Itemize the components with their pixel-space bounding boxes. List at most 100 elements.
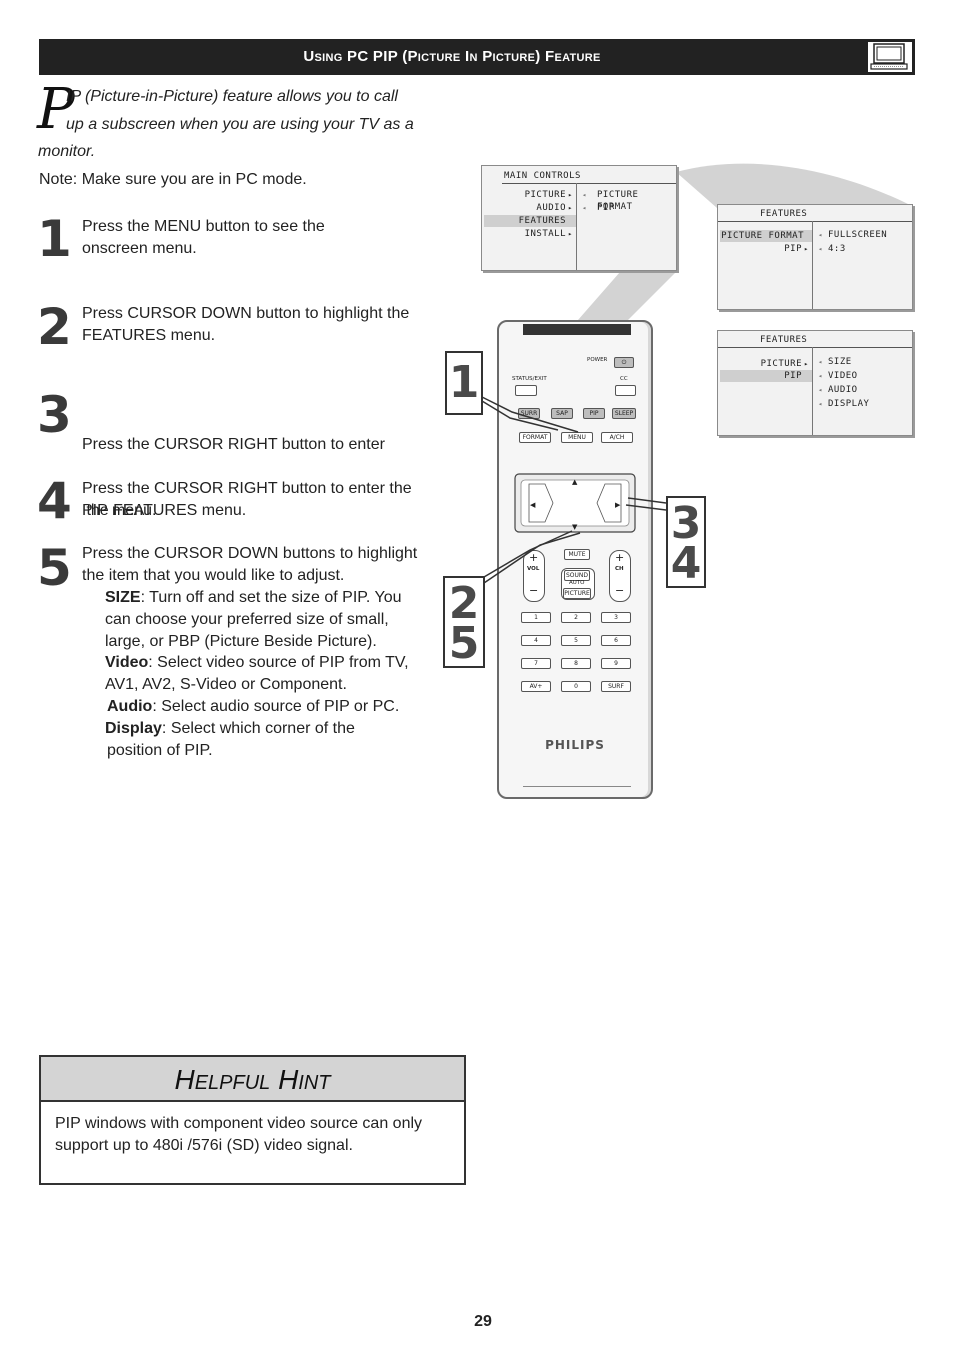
main-menu-item-install[interactable]: INSTALL (524, 229, 566, 239)
main-menu-item-picture[interactable]: PICTURE (524, 190, 566, 200)
menu-button[interactable]: MENU (561, 432, 593, 443)
helpful-hint-title: Helpful Hint (41, 1057, 464, 1102)
main-menu-option-picture-format[interactable]: PICTURE FORMAT (597, 190, 639, 212)
features-menu-1-option-fullscreen[interactable]: FULLSCREEN (828, 230, 888, 240)
main-menu-divider (502, 183, 676, 184)
power-icon: ⏻ (621, 359, 627, 366)
main-menu-option-pip[interactable]: PIP (597, 203, 615, 213)
main-menu-item-features[interactable]: FEATURES (484, 215, 576, 227)
intro-line-2: up a subscreen when you are using your T… (66, 116, 414, 133)
cursor-down-icon[interactable]: ▼ (572, 523, 578, 531)
channel-rocker[interactable] (609, 550, 631, 602)
page-number: 29 (474, 1313, 492, 1330)
volume-rocker[interactable] (523, 550, 545, 602)
volume-up-icon[interactable]: + (529, 551, 539, 564)
step-4-line-2: PIP menu. (82, 502, 157, 519)
pc-mode-note: Note: Make sure you are in PC mode. (39, 171, 307, 188)
cursor-pad[interactable] (513, 472, 637, 534)
channel-down-icon[interactable]: − (615, 584, 625, 597)
intro-dropcap: P (37, 77, 75, 142)
sub-item-display-line-1: : Select which corner of the (161, 720, 355, 737)
sub-item-audio-term: Audio (107, 698, 153, 715)
sub-item-size-line-1: : Turn off and set the size of PIP. You (140, 589, 402, 606)
step-4-line-1: Press the CURSOR RIGHT button to enter t… (82, 480, 412, 497)
sub-item-display: Display: Select which corner of the posi… (105, 718, 355, 762)
step-3-line-1: Press the CURSOR RIGHT button to enter (82, 436, 385, 453)
callout-steps-3-4: 3 4 (666, 496, 706, 588)
digit-1-button[interactable]: 1 (521, 612, 551, 623)
a-ch-button[interactable]: A/CH (601, 432, 633, 443)
features-menu-1-option-4-3[interactable]: 4:3 (828, 244, 846, 254)
vol-label: VOL (527, 566, 540, 572)
power-label: POWER (587, 357, 608, 363)
sleep-button[interactable]: SLEEP (612, 408, 636, 419)
callout-connectors (481, 396, 667, 584)
helpful-hint-text: PIP windows with component video source … (55, 1113, 450, 1157)
auto-label: AUTO (569, 580, 585, 586)
mute-button[interactable]: MUTE (564, 549, 590, 560)
step-number-2: 2 (37, 298, 72, 356)
main-menu-column-divider (576, 183, 577, 270)
features-menu-2-title: FEATURES (760, 335, 808, 345)
surf-button[interactable]: SURF (601, 681, 631, 692)
features-menu-2-item-pip[interactable]: PIP (720, 370, 812, 382)
channel-up-icon[interactable]: + (615, 551, 625, 564)
sub-item-size-line-2: can choose your preferred size of small, (105, 611, 389, 628)
helpful-hint-line-2: support up to 480i /576i (SD) video sign… (55, 1137, 353, 1154)
digit-4-button[interactable]: 4 (521, 635, 551, 646)
cursor-left-icon[interactable]: ◀ (530, 501, 536, 509)
right-arrow-icon: ▸ (568, 204, 573, 212)
sub-item-video-line-1: : Select video source of PIP from TV, (148, 654, 409, 671)
digit-9-button[interactable]: 9 (601, 658, 631, 669)
features-menu-1-item-pip[interactable]: PIP (784, 244, 802, 254)
main-menu-item-audio[interactable]: AUDIO (536, 203, 566, 213)
sub-item-display-term: Display (105, 720, 162, 737)
left-arrow-icon: ◂ (818, 231, 823, 239)
features-menu-2-divider (718, 347, 912, 348)
cursor-up-icon[interactable]: ▲ (572, 478, 578, 486)
brand-logo: PHILIPS (545, 738, 605, 752)
digit-5-button[interactable]: 5 (561, 635, 591, 646)
callout-steps-2-5: 2 5 (443, 576, 485, 668)
digit-3-button[interactable]: 3 (601, 612, 631, 623)
features-menu-2-option-audio[interactable]: AUDIO (828, 385, 858, 395)
pip-button[interactable]: PIP (583, 408, 605, 419)
sub-item-video-term: Video (105, 654, 149, 671)
main-controls-menu: MAIN CONTROLS PICTURE ▸ AUDIO ▸ FEATURES… (481, 165, 677, 271)
format-button[interactable]: FORMAT (519, 432, 551, 443)
features-menu-1-item-picture-format[interactable]: PICTURE FORMAT (720, 230, 812, 242)
cc-button[interactable] (615, 385, 636, 396)
ch-label: CH (615, 566, 624, 572)
cursor-right-icon[interactable]: ▶ (615, 501, 621, 509)
step-4-text: Press the CURSOR RIGHT button to enter t… (82, 478, 412, 522)
features-menu-2-option-size[interactable]: SIZE (828, 357, 852, 367)
step-number-1: 1 (37, 210, 72, 268)
cc-label: CC (620, 376, 628, 382)
sound-button[interactable]: SOUND (564, 570, 590, 581)
step-5-line-1: Press the CURSOR DOWN buttons to highlig… (82, 545, 418, 562)
av-plus-button[interactable]: AV+ (521, 681, 551, 692)
helpful-hint-line-1: PIP windows with component video source … (55, 1115, 423, 1132)
remote-ir-window (523, 324, 631, 335)
volume-down-icon[interactable]: − (529, 584, 539, 597)
features-menu-2-option-display[interactable]: DISPLAY (828, 399, 870, 409)
right-arrow-icon: ▸ (804, 360, 809, 368)
sub-item-display-line-2: position of PIP. (107, 742, 213, 759)
digit-7-button[interactable]: 7 (521, 658, 551, 669)
features-menu-2-item-picture-format[interactable]: PICTURE FORMAT (760, 359, 802, 381)
digit-0-button[interactable]: 0 (561, 681, 591, 692)
sub-item-size-term: SIZE (105, 589, 141, 606)
status-exit-button[interactable] (515, 385, 537, 396)
callout-step-1: 1 (445, 351, 483, 415)
features-menu-2-option-video[interactable]: VIDEO (828, 371, 858, 381)
sap-button[interactable]: SAP (551, 408, 573, 419)
power-button[interactable]: ⏻ (614, 357, 634, 368)
picture-button[interactable]: PICTURE (563, 588, 591, 599)
digit-8-button[interactable]: 8 (561, 658, 591, 669)
step-3-text: Press the CURSOR RIGHT button to enter t… (82, 390, 385, 544)
step-number-5: 5 (37, 539, 72, 597)
digit-6-button[interactable]: 6 (601, 635, 631, 646)
digit-2-button[interactable]: 2 (561, 612, 591, 623)
intro-line-3: monitor. (38, 143, 96, 160)
step-1-line-2: onscreen menu. (82, 240, 197, 257)
